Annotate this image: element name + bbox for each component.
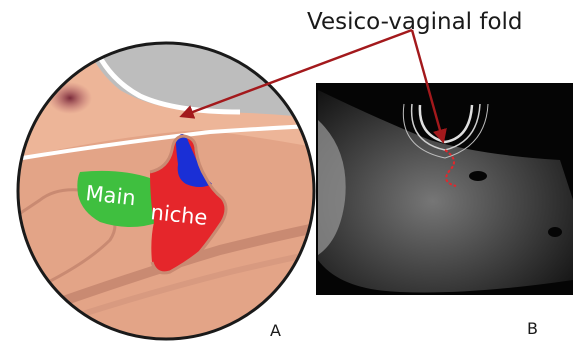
ultrasound-dark-spot-2	[548, 227, 562, 237]
ultrasound-dark-spot	[469, 171, 487, 181]
panel-a-illustration: Main niche	[10, 40, 330, 350]
panel-b-ultrasound	[316, 83, 573, 295]
panel-b-label: B	[527, 319, 538, 338]
bruise-spot	[48, 82, 92, 114]
vesico-vaginal-fold-label: Vesico-vaginal fold	[307, 9, 523, 35]
panel-a-label: A	[270, 321, 281, 340]
